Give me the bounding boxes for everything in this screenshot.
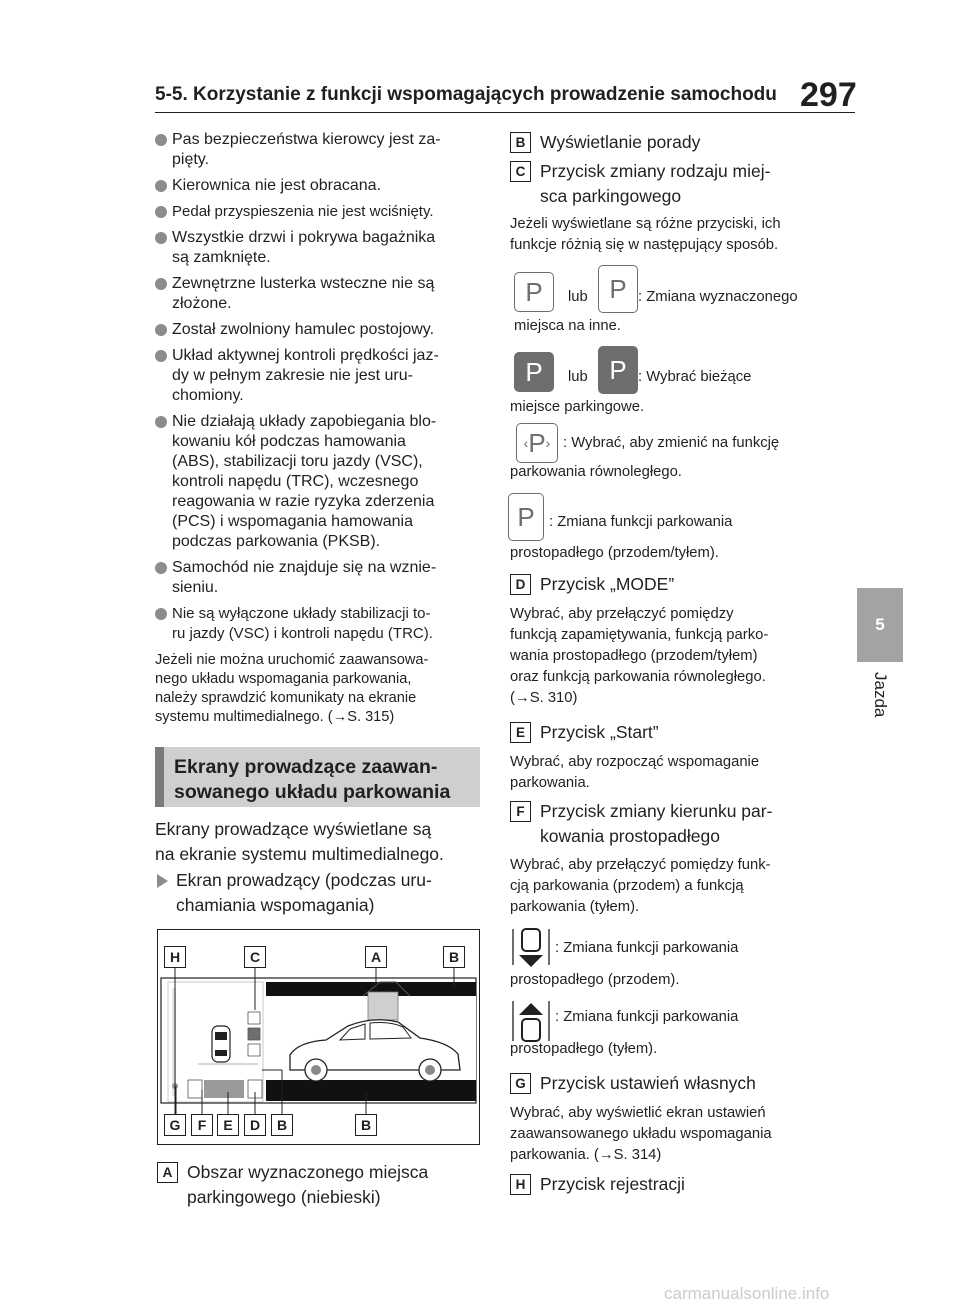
callout-label-g: G: [164, 1114, 186, 1136]
guidance-screen-figure: H C A B G F E D B B: [157, 929, 480, 1145]
section-intro: Ekrany prowadzące wyświetlane są na ekra…: [155, 819, 444, 864]
item-e-description: Wybrać, aby rozpocząć wspomaganie parkow…: [510, 754, 760, 791]
watermark: carmanualsonline.info: [664, 1284, 830, 1303]
note-paragraph: Jeżeli nie można uruchomić zaawansowa- n…: [155, 652, 429, 725]
forward-parking-icon: [512, 928, 550, 967]
subheading: Ekran prowadzący (podczas uru- chamiania…: [157, 868, 487, 918]
reverse-parking-icon: [512, 1001, 550, 1042]
legend-item-d: D Przycisk „MODE”: [510, 572, 840, 597]
running-header-title: 5-5. Korzystanie z funkcji wspomagającyc…: [155, 84, 777, 105]
callout-label-h: H: [164, 946, 186, 968]
chapter-tab-label: Jazda: [871, 672, 890, 718]
callout-label-d: D: [244, 1114, 266, 1136]
section-heading: Ekrany prowadzące zaawan- sowanego układ…: [155, 747, 480, 807]
p-outline-tall-icon: P: [598, 265, 638, 313]
bullet-dot-icon: [155, 416, 167, 428]
callout-label-f: F: [191, 1114, 213, 1136]
bullet-item: Nie są wyłączone układy stabilizacji to-…: [155, 604, 485, 644]
legend-letter: C: [510, 161, 531, 182]
legend-item-a: A Obszar wyznaczonego miejsca parkingowe…: [157, 1160, 487, 1210]
legend-item-c: C Przycisk zmiany rodzaju miej- sca park…: [510, 159, 840, 209]
legend-letter: D: [510, 574, 531, 595]
legend-letter: E: [510, 722, 531, 743]
callout-label-b: B: [271, 1114, 293, 1136]
legend-letter: F: [510, 801, 531, 822]
callout-label-e: E: [217, 1114, 239, 1136]
p-outline-icon: P: [514, 272, 554, 312]
bullet-dot-icon: [155, 324, 167, 336]
callout-label-a: A: [365, 946, 387, 968]
item-f-description: Wybrać, aby przełączyć pomiędzy funk- cj…: [510, 857, 771, 915]
bullet-dot-icon: [155, 350, 167, 362]
page-number: 297: [800, 76, 857, 114]
triangle-bullet-icon: [157, 874, 168, 889]
legend-letter: H: [510, 1174, 531, 1195]
legend-letter: B: [510, 132, 531, 153]
legend-item-h: H Przycisk rejestracji: [510, 1172, 840, 1197]
item-c-description: Jeżeli wyświetlane są różne przyciski, i…: [510, 216, 781, 253]
bullet-dot-icon: [155, 206, 167, 218]
bullet-item: Kierownica nie jest obracana.: [155, 176, 485, 196]
legend-item-g: G Przycisk ustawień własnych: [510, 1071, 840, 1096]
legend-item-f: F Przycisk zmiany kierunku par- kowania …: [510, 799, 840, 849]
bullet-dot-icon: [155, 562, 167, 574]
callout-label-b: B: [443, 946, 465, 968]
legend-letter: G: [510, 1073, 531, 1094]
legend-letter: A: [157, 1162, 178, 1183]
perpendicular-parking-icon: P: [508, 493, 544, 541]
bullet-item: Pas bezpieczeństwa kierowcy jest za-pięt…: [155, 130, 485, 170]
bullet-item: Został zwolniony hamulec postojowy.: [155, 320, 485, 340]
callout-label-c: C: [244, 946, 266, 968]
legend-item-b: B Wyświetlanie porady: [510, 130, 840, 155]
bullet-item: Samochód nie znajduje się na wznie-sieni…: [155, 558, 485, 598]
item-d-description: Wybrać, aby przełączyć pomiędzy funkcją …: [510, 606, 769, 706]
bullet-dot-icon: [155, 180, 167, 192]
bullet-dot-icon: [155, 134, 167, 146]
p-filled-tall-icon: P: [598, 346, 638, 394]
callout-label-b: B: [355, 1114, 377, 1136]
bullet-item: Układ aktywnej kontroli prędkości jaz-dy…: [155, 346, 485, 406]
parallel-parking-icon: ‹P›: [516, 423, 558, 463]
bullet-dot-icon: [155, 608, 167, 620]
guidance-screen-illustration: [160, 968, 477, 1116]
p-filled-icon: P: [514, 352, 554, 392]
bullet-dot-icon: [155, 232, 167, 244]
bullet-item: Pedał przyspieszenia nie jest wciśnięty.: [155, 202, 485, 222]
chapter-tab-number: 5: [857, 588, 903, 662]
item-g-description: Wybrać, aby wyświetlić ekran ustawień za…: [510, 1105, 772, 1163]
bullet-dot-icon: [155, 278, 167, 290]
header-rule: [155, 112, 855, 113]
legend-item-e: E Przycisk „Start”: [510, 720, 840, 745]
bullet-item: Nie działają układy zapobiegania blo-kow…: [155, 412, 485, 552]
